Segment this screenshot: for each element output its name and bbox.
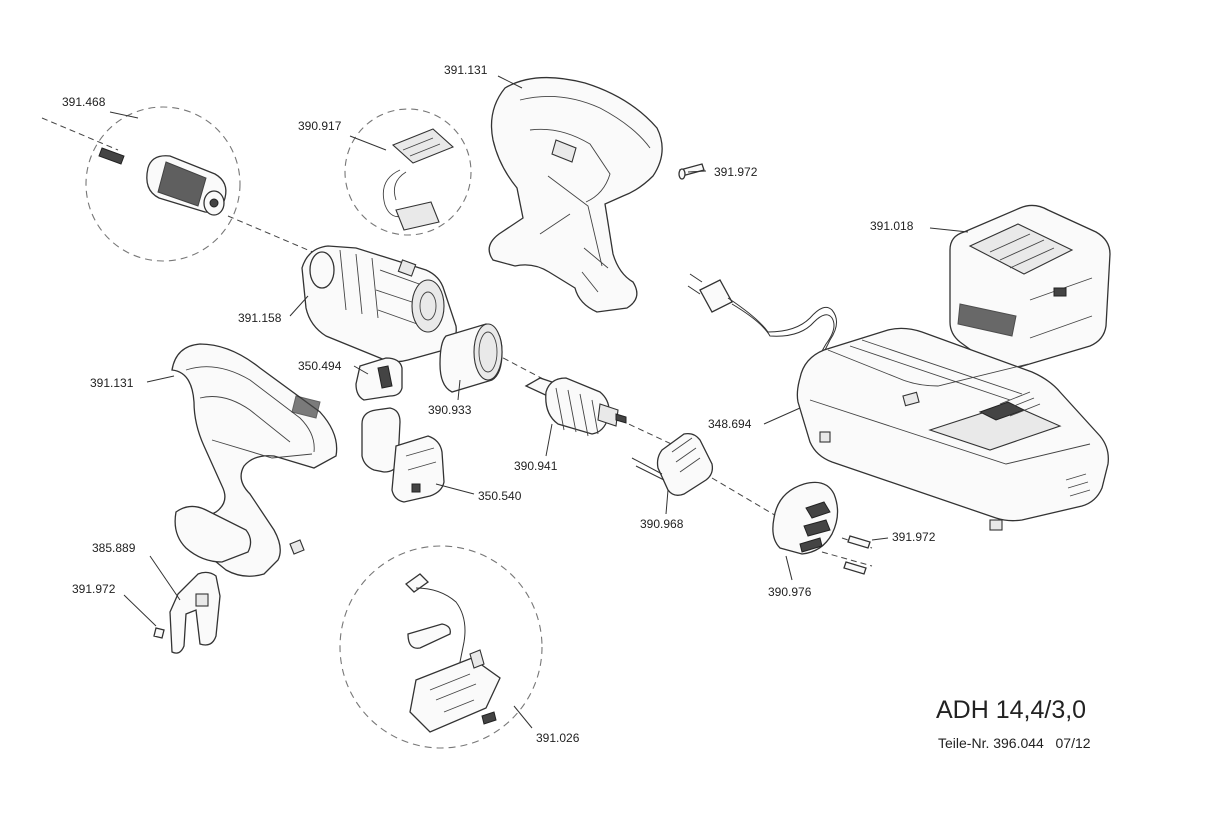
screw-top-part [678, 163, 705, 180]
motor-cap-part [772, 481, 839, 555]
label-electronics: 391.026 [536, 731, 580, 745]
gearbox-part [301, 245, 457, 363]
belt-clip-part [153, 571, 221, 654]
label-pcb: 390.968 [640, 517, 684, 531]
label-ring-gear: 390.933 [428, 403, 472, 417]
label-motor: 390.941 [514, 459, 558, 473]
ring-gear-part [439, 323, 503, 393]
charger-part [796, 327, 1109, 531]
label-charger: 348.694 [708, 417, 752, 431]
label-belt-clip: 385.889 [92, 541, 136, 555]
label-switch: 350.540 [478, 489, 522, 503]
label-motor-cap: 390.976 [768, 585, 812, 599]
label-housing-right: 391.131 [444, 63, 488, 77]
battery-part [949, 204, 1111, 370]
screws-right-part [843, 535, 871, 575]
leader-lines [109, 75, 969, 729]
label-screw-top: 391.972 [714, 165, 758, 179]
diagram-subtitle: Teile-Nr. 396.044 07/12 [938, 735, 1091, 751]
diagram-title: ADH 14,4/3,0 [936, 696, 1086, 724]
pcb-part [631, 432, 714, 496]
switch-part [361, 407, 445, 503]
motor-part [524, 377, 627, 437]
chuck-part [98, 147, 227, 216]
label-small-clip: 350.494 [298, 359, 342, 373]
housing-left-part [171, 343, 338, 577]
label-screw-left: 391.972 [72, 582, 116, 596]
detail-circles [85, 106, 543, 749]
label-screw-right: 391.972 [892, 530, 936, 544]
small-clip-part [355, 357, 403, 401]
label-chuck: 391.468 [62, 95, 106, 109]
label-spring-clip: 390.917 [298, 119, 342, 133]
label-gearbox: 391.158 [238, 311, 282, 325]
housing-right-part [488, 76, 663, 313]
spring-clip-part [382, 128, 455, 231]
power-cord-part [687, 273, 837, 361]
label-battery: 391.018 [870, 219, 914, 233]
electronics-part [404, 573, 501, 733]
part-labels: 391.468 390.917 391.131 391.972 391.018 … [62, 63, 936, 745]
label-housing-left: 391.131 [90, 376, 134, 390]
